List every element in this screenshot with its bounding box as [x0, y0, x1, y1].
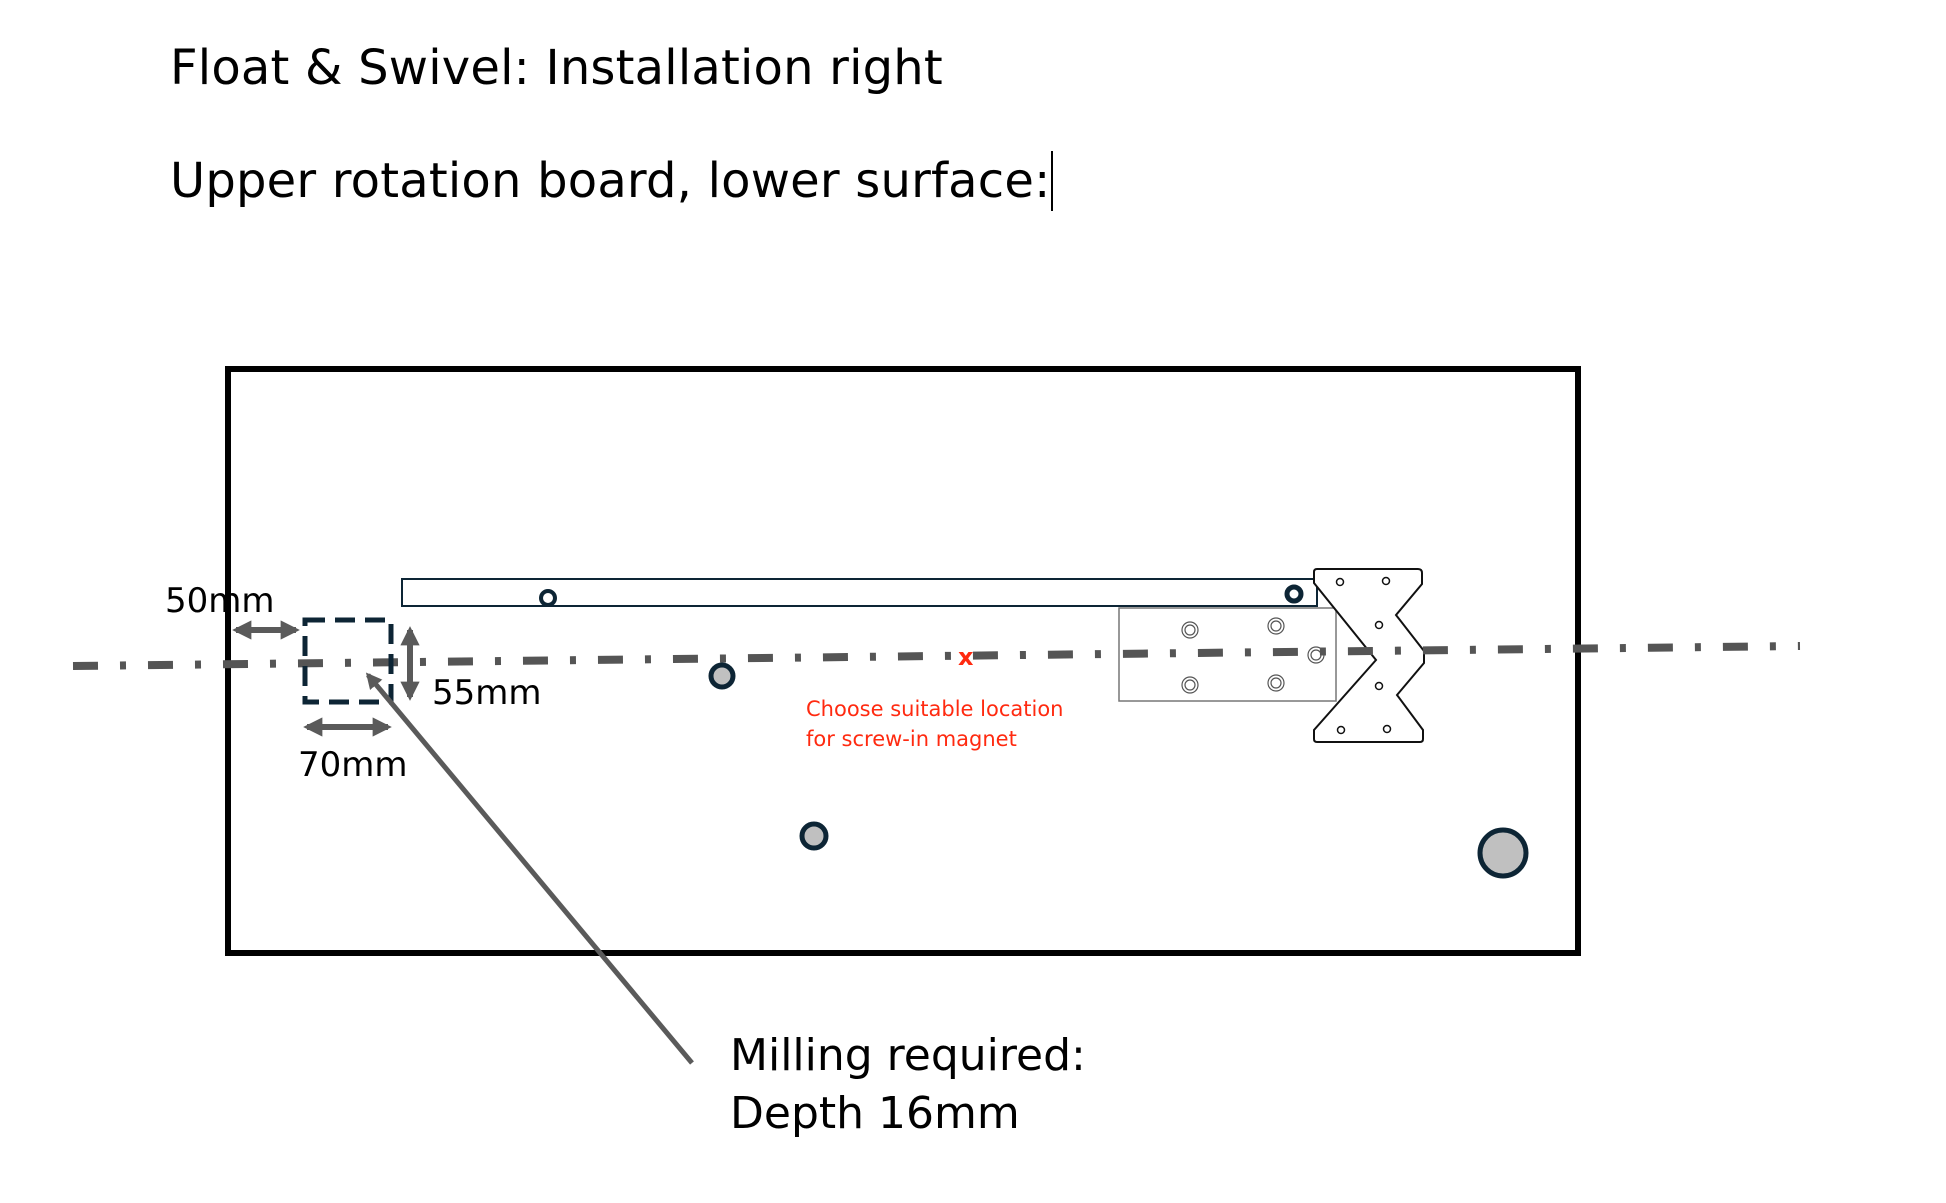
milling-note-line-2: Depth 16mm — [730, 1088, 1020, 1139]
bracket-hole — [1335, 577, 1345, 587]
magnet-hole — [799, 821, 829, 851]
milling-pocket — [302, 617, 394, 705]
milling-pointer-arrow — [365, 672, 694, 1065]
plate-screw-hole — [1181, 621, 1199, 639]
page-title: Float & Swivel: Installation right — [170, 44, 943, 92]
subtitle-text: Upper rotation board, lower surface: — [170, 153, 1051, 209]
swivel-bracket — [1313, 568, 1425, 743]
rail-screw-hole — [1284, 584, 1304, 604]
magnet-location-marker: x — [958, 643, 974, 671]
rail-screw-hole — [539, 589, 557, 607]
magnet-note-line-1: Choose suitable location — [806, 697, 1063, 721]
magnet-note-line-2: for screw-in magnet — [806, 727, 1017, 751]
mounting-plate — [1118, 607, 1337, 702]
text-cursor — [1051, 151, 1054, 211]
dimension-label-55mm: 55mm — [432, 673, 542, 713]
plate-screw-hole — [1267, 617, 1285, 635]
slide-rail — [401, 578, 1318, 607]
magnet-hole — [708, 662, 736, 690]
center-line — [72, 642, 1801, 670]
plate-screw-holes — [1181, 617, 1325, 694]
title-text: Float & Swivel: Installation right — [170, 40, 943, 96]
bracket-hole — [1382, 724, 1392, 734]
bracket-hole — [1381, 576, 1391, 586]
bracket-hole — [1374, 681, 1384, 691]
bracket-holes — [1335, 576, 1392, 735]
magnet-hole-large — [1477, 827, 1529, 879]
page-subtitle[interactable]: Upper rotation board, lower surface: — [170, 151, 1054, 211]
dimension-label-70mm: 70mm — [298, 745, 408, 785]
plate-screw-hole — [1181, 676, 1199, 694]
dimension-label-50mm: 50mm — [165, 581, 275, 621]
bracket-hole — [1336, 725, 1346, 735]
plate-screw-hole — [1267, 674, 1285, 692]
milling-note-line-1: Milling required: — [730, 1030, 1086, 1081]
bracket-hole — [1374, 620, 1384, 630]
